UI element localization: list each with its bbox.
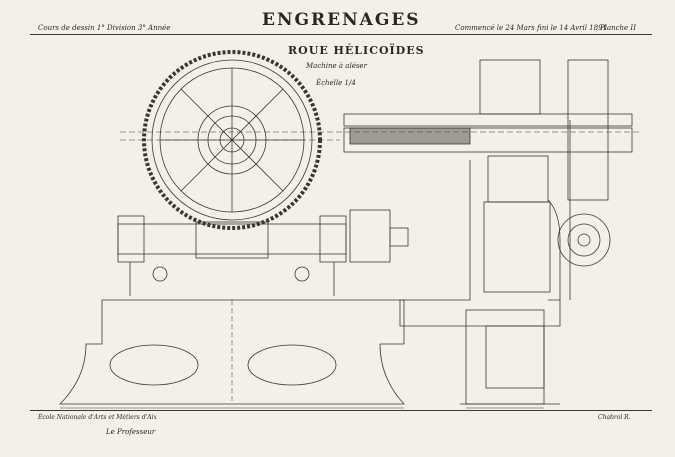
drawing-title: ROUE HÉLICOÏDES (288, 44, 425, 57)
school-name: École Nationale d'Arts et Métiers d'Aix (38, 414, 157, 421)
side-view-machine (120, 59, 640, 405)
professor-label: Le Professeur (106, 428, 156, 436)
date-range: Commencé le 24 Mars fini le 14 Avril 189… (455, 24, 607, 32)
page-title: ENGRENAGES (262, 10, 421, 30)
student-signature: Chabrol R. (598, 414, 631, 421)
scale-label: Échelle 1/4 (316, 79, 356, 87)
plate-number: Planche II (600, 24, 636, 32)
front-view-base (59, 209, 409, 405)
machine-name: Machine à aléser (306, 62, 367, 70)
course-label: Cours de dessin 1° Division 3° Année (38, 24, 171, 32)
footer-rule (30, 410, 652, 411)
worm-wheel (120, 50, 340, 230)
header-rule (30, 34, 652, 35)
